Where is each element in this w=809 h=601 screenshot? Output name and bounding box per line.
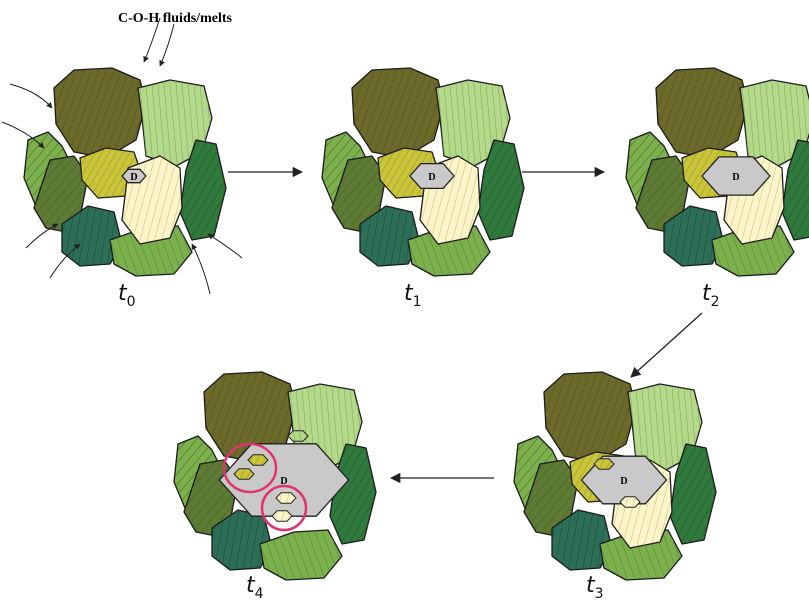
inclusion-lightgreen [288,431,308,441]
stage-t4: Dt4 [174,372,376,601]
stage-t0: Dt0 [2,18,242,310]
figure-title: C-O-H fluids/melts [118,11,232,26]
stage-t2: Dt2 [626,68,809,310]
diamond-label: D [130,172,137,183]
diamond-t0: D [122,169,146,183]
diamond-label: D [428,172,435,183]
fluid-arrow [160,24,174,66]
diamond-label: D [620,476,627,487]
inclusion-cream [620,497,640,507]
stage-label-t3: t3 [586,573,604,601]
inclusion-yellow-1 [234,469,254,479]
stage-t3: Dt3 [514,372,716,601]
inclusion-yellow-2 [248,455,268,465]
grain-top-olive [54,68,146,158]
stage-t1: Dt1 [322,68,524,310]
grain-top-olive [544,372,636,462]
fluid-arrow [192,244,210,294]
inclusion-yellow [594,459,614,469]
diamond-label: D [732,172,739,183]
inclusion-cream-2 [272,511,292,521]
fluid-arrow [208,234,242,258]
arrow-t2-t3 [631,313,702,377]
grain-top-olive [656,68,748,158]
inclusion-cream-1 [276,493,296,503]
stage-label-t0: t0 [118,281,136,310]
stage-label-t2: t2 [702,281,720,310]
stage-label-t4: t4 [246,573,264,601]
fluid-arrow [10,84,52,108]
grain-top-olive [352,68,444,158]
grain-bottom-green [260,530,342,580]
stage-label-t1: t1 [404,281,422,310]
